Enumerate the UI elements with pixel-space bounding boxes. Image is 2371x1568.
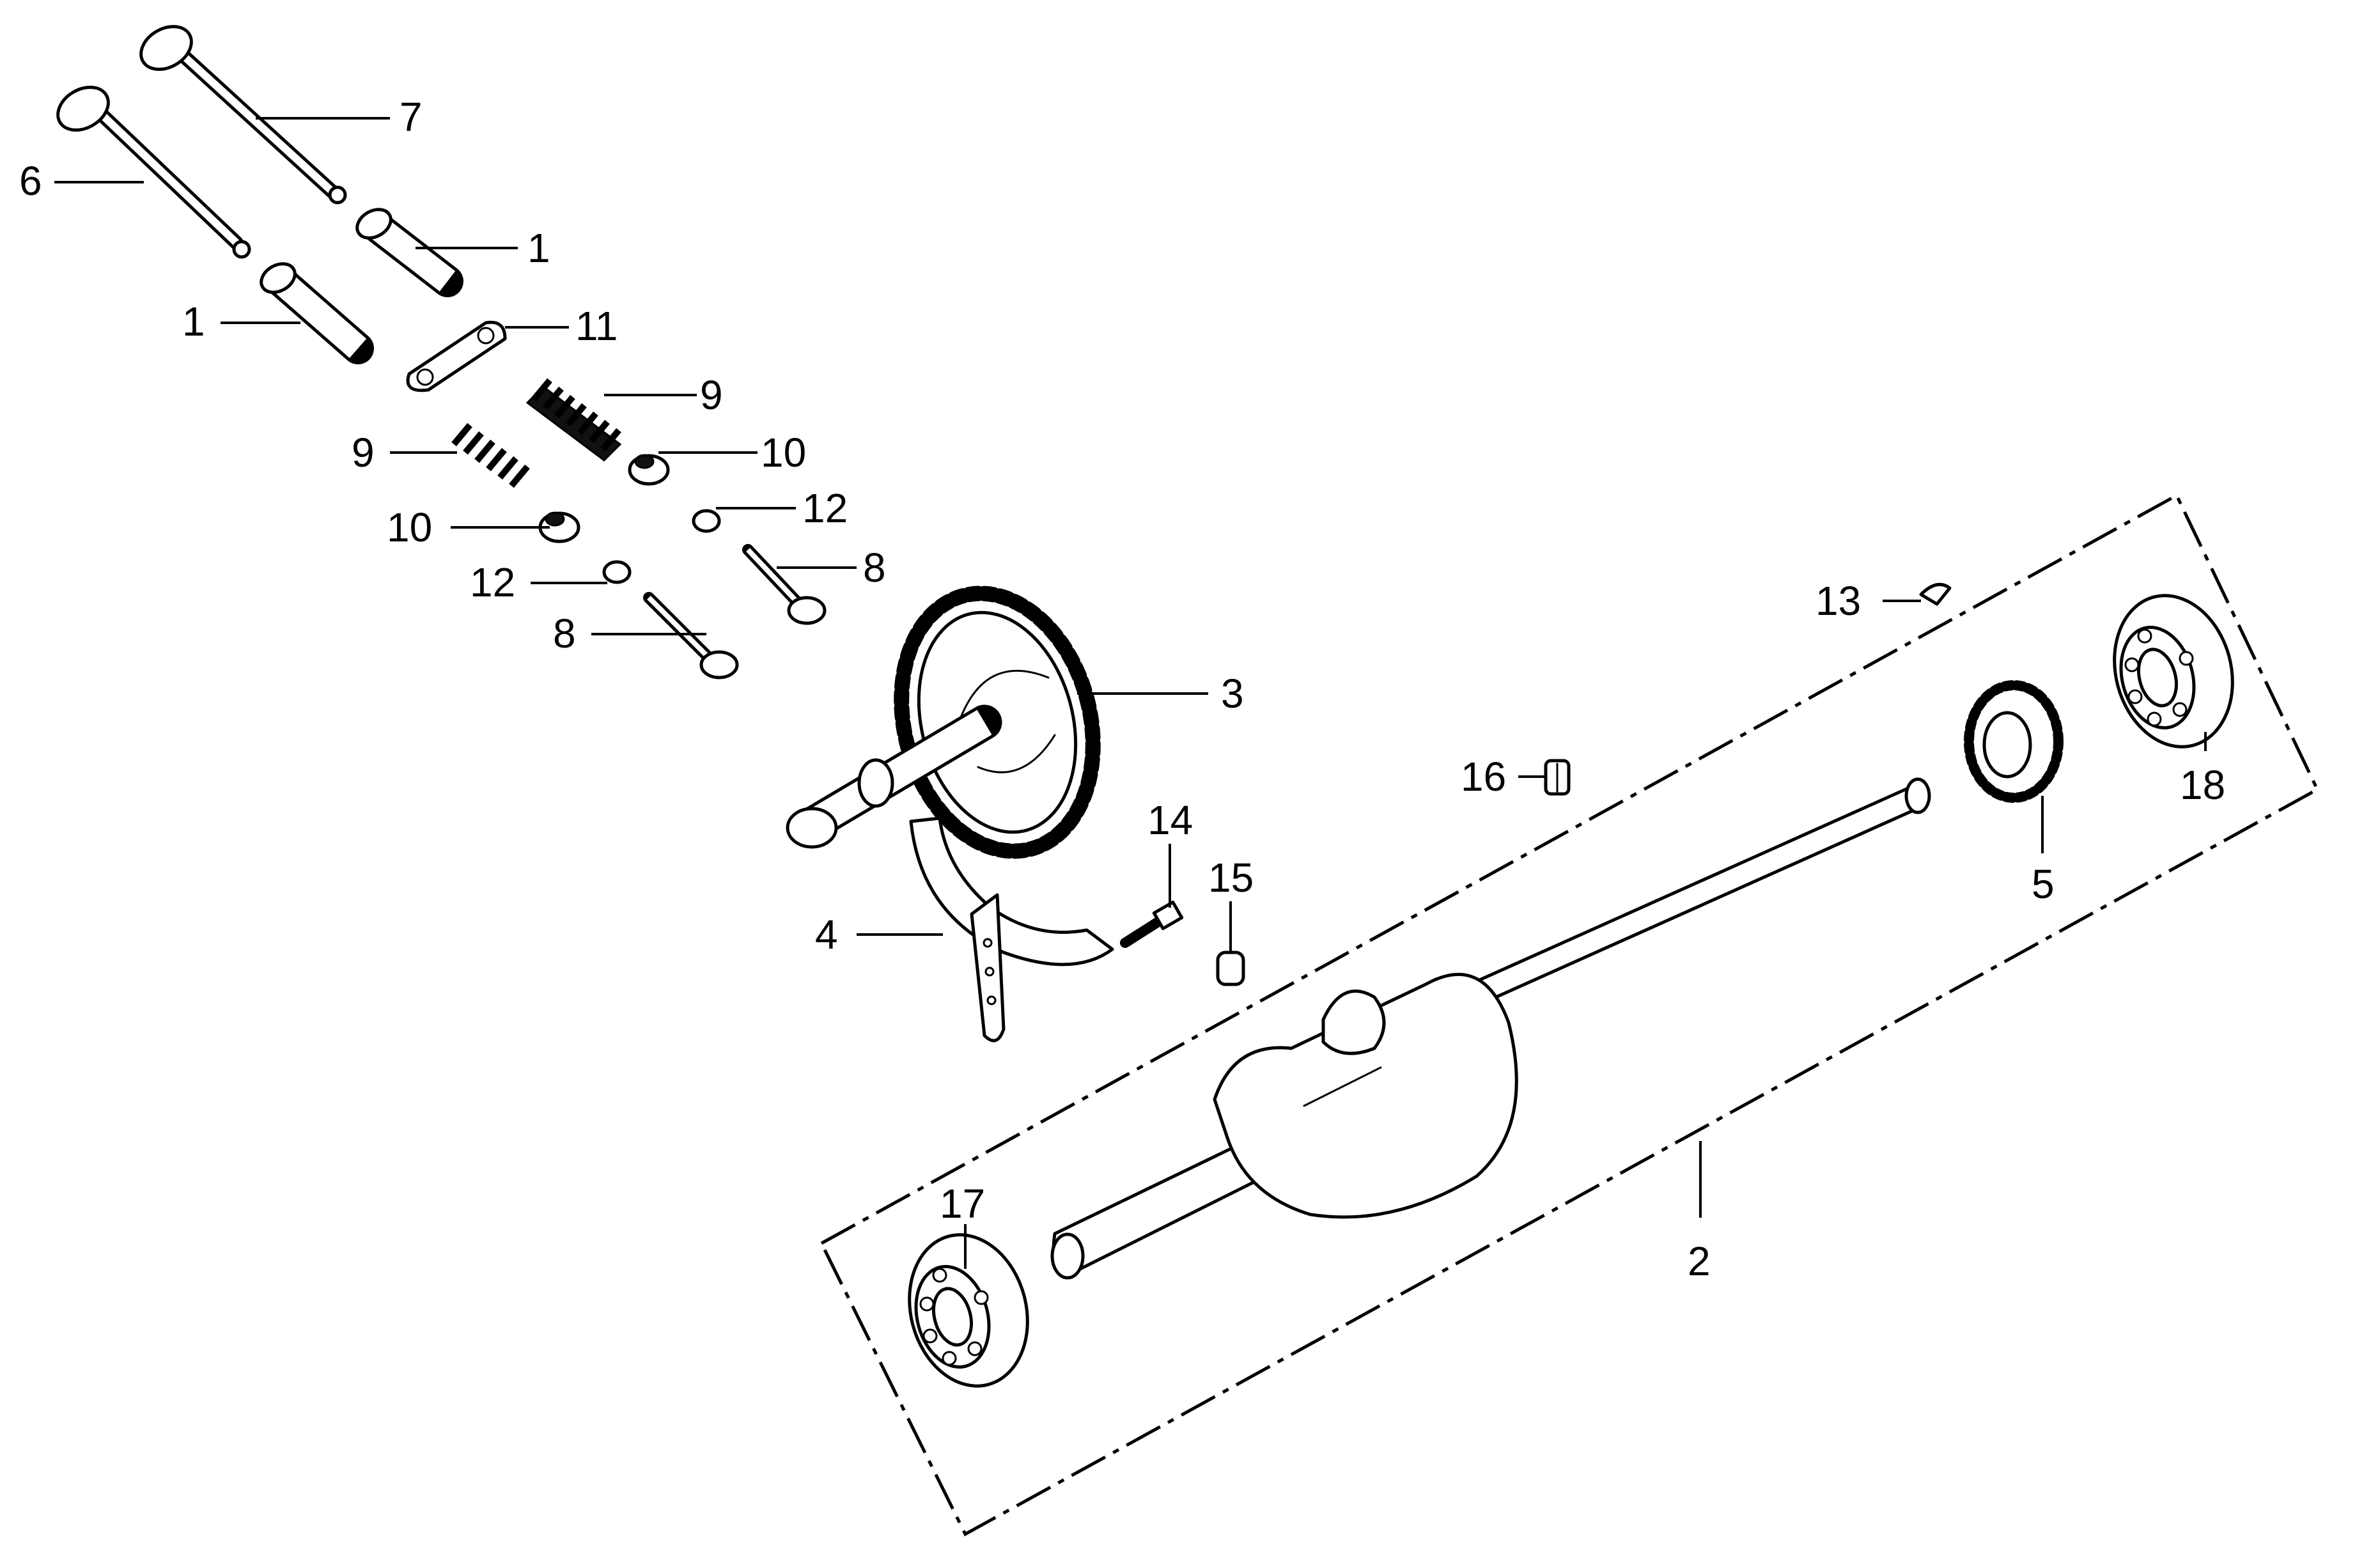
tappet-lower-1 [260, 262, 374, 364]
callout-7: 7 [400, 94, 423, 140]
pin-upper-12 [692, 509, 721, 533]
push-rod-lower-8 [643, 592, 739, 679]
callout-13: 13 [1815, 578, 1861, 624]
callout-12-upper: 12 [802, 485, 848, 531]
callout-5: 5 [2032, 861, 2055, 907]
callout-14: 14 [1147, 797, 1193, 843]
valve-spring-lower-9 [451, 423, 530, 488]
callout-16: 16 [1461, 754, 1506, 800]
spring-retainer-upper-10 [628, 454, 670, 486]
callout-6: 6 [19, 158, 42, 204]
crank-gear-5 [1964, 680, 2064, 803]
leader-lines [54, 117, 2207, 1269]
assembly-group-frame [819, 493, 2320, 1537]
bolt-14 [1120, 900, 1184, 948]
push-rod-upper-8 [742, 544, 827, 625]
ball-bearing-17 [908, 1233, 1029, 1388]
callout-10-upper: 10 [761, 430, 806, 476]
dowel-16 [1544, 759, 1571, 796]
callout-9-upper: 9 [700, 372, 723, 418]
callout-15: 15 [1208, 855, 1254, 901]
callout-1-upper: 1 [527, 225, 550, 271]
callout-17: 17 [940, 1181, 985, 1227]
callout-18: 18 [2180, 762, 2225, 808]
tappet-upper-1 [355, 208, 463, 297]
camshaft-gear-3 [786, 586, 1101, 859]
valve-plate-11 [406, 320, 507, 392]
callout-8-upper: 8 [863, 545, 886, 591]
callout-12-lower: 12 [470, 559, 515, 605]
callout-9-lower: 9 [352, 430, 375, 476]
callout-8-lower: 8 [553, 610, 576, 656]
valve-exhaust-7 [139, 25, 347, 205]
pin-lower-12 [602, 560, 632, 584]
callout-4: 4 [815, 912, 838, 958]
governor-weight-4 [909, 816, 1114, 1043]
callout-1-lower: 1 [182, 299, 205, 345]
callout-10-lower: 10 [387, 504, 432, 550]
callout-labels: 7 6 1 1 11 9 9 10 10 12 12 8 8 3 4 14 15… [19, 94, 2225, 1284]
woodruff-key-13 [1919, 582, 1952, 606]
callout-11: 11 [575, 303, 618, 349]
callout-3: 3 [1221, 671, 1244, 717]
valve-spring-upper-9 [525, 378, 622, 462]
valve-intake-6 [56, 86, 251, 259]
crankshaft-2 [1050, 777, 1931, 1280]
dowel-pin-15 [1216, 951, 1245, 986]
callout-2: 2 [1688, 1238, 1711, 1284]
ball-bearing-18 [2113, 594, 2234, 749]
